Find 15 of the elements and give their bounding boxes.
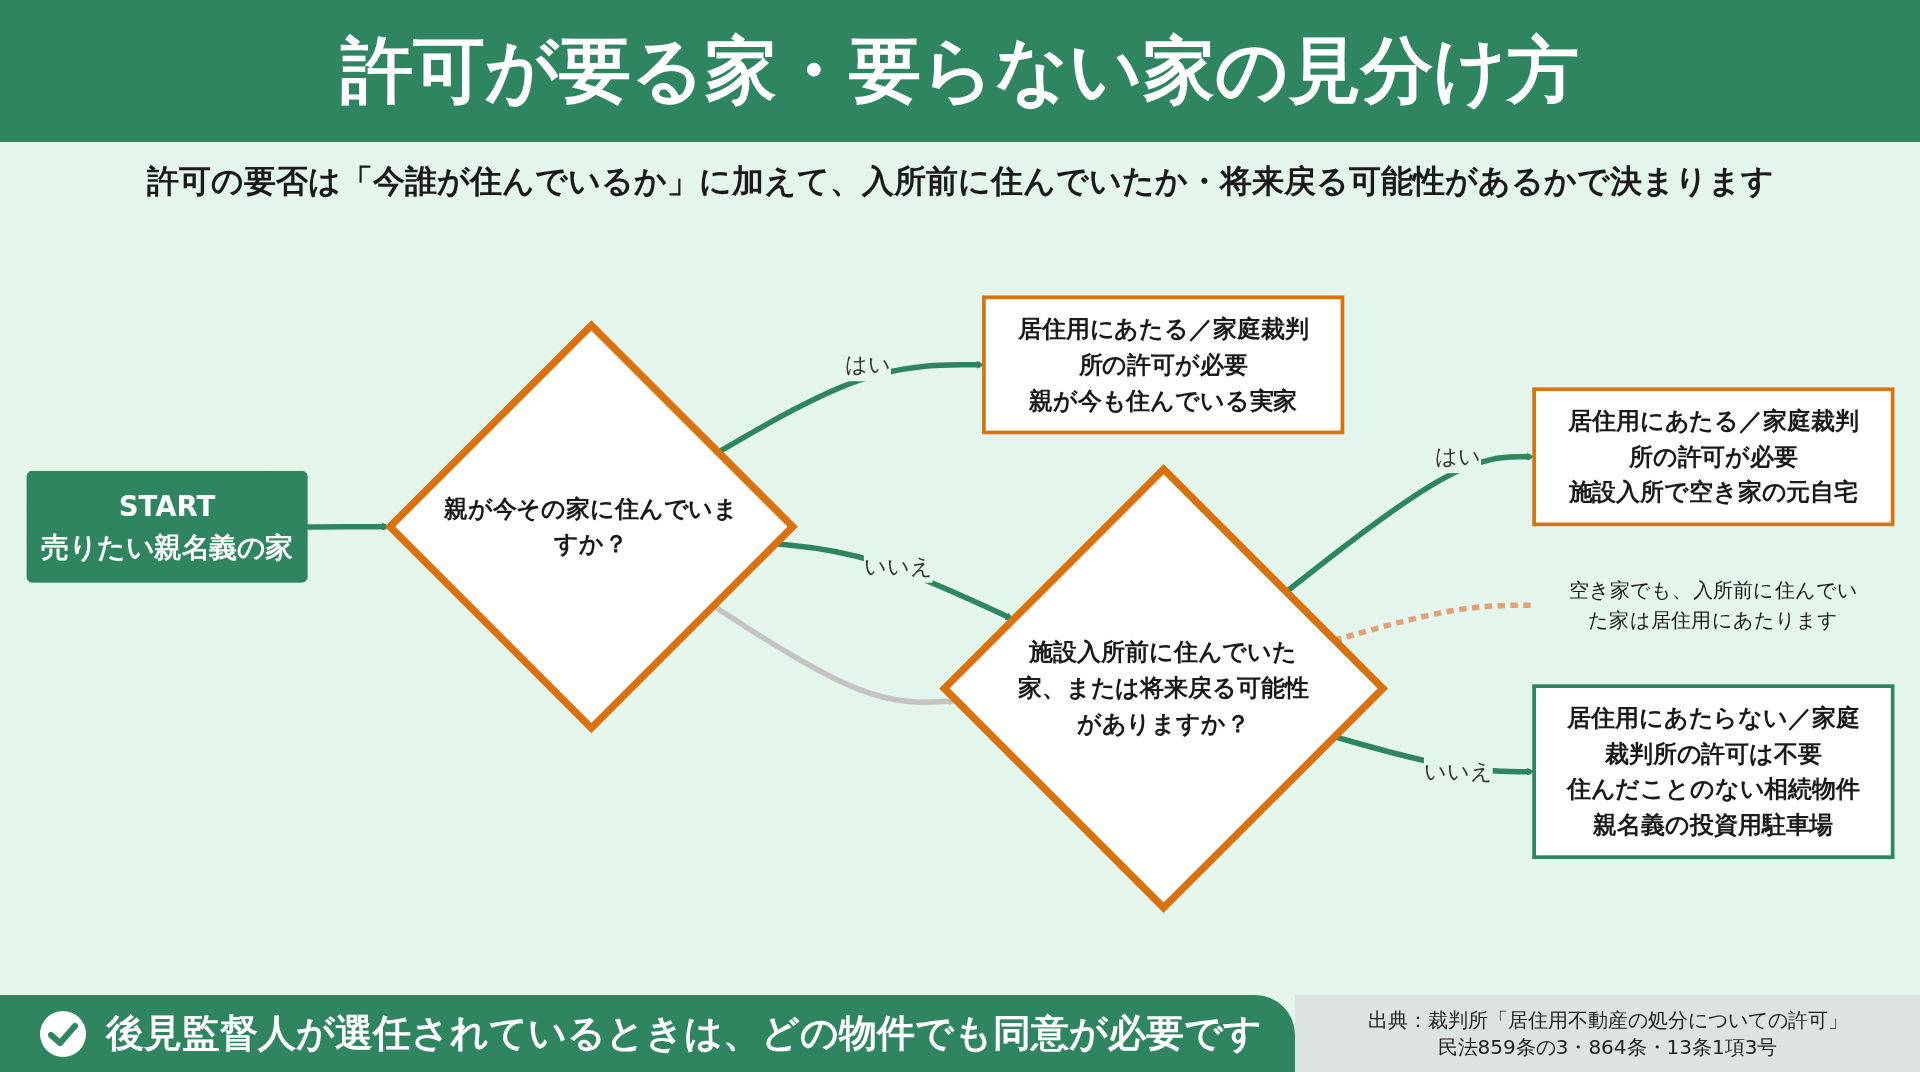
source-note: 出典：裁判所「居住用不動産の処分についての許可」 <box>1367 1006 1848 1034</box>
footer-note: 後見監督人が選任されているときは、どの物件でも同意が必要です <box>106 1010 1262 1057</box>
edge-label: はい <box>1435 443 1482 470</box>
edge-label: はい <box>845 351 892 378</box>
node-diamond: 施設入所前に住んでいた家、または将来戻る可能性がありますか？ <box>939 464 1389 913</box>
node-diamond: 親が今その家に住んでいますか？ <box>384 320 798 734</box>
subtitle: 許可の要否は「今誰が住んでいるか」に加えて、入所前に住んでいたか・将来戻る可能性があるかで決まります <box>146 161 1774 202</box>
node-box: 居住用にあたる／家庭裁判所の許可が必要 親が今も住んでいる実家 <box>982 295 1345 435</box>
page-title: 許可が要る家・要らない家の見分け方 <box>341 27 1579 114</box>
source-note: 民法859条の3・864条・13条1項3号 <box>1437 1033 1778 1061</box>
node-box: 居住用にあたる／家庭裁判所の許可が必要 施設入所で空き家の元自宅 <box>1532 387 1895 527</box>
node-box: 居住用にあたらない／家庭裁判所の許可は不要 住んだことのない相続物件 親名義の投資用駐車場 <box>1532 684 1895 859</box>
edge-label: いいえ <box>863 553 933 580</box>
node-text: 空き家でも、入所前に住んでいた家は居住用にあたります <box>1568 578 1859 632</box>
edge-label: いいえ <box>1423 758 1493 785</box>
